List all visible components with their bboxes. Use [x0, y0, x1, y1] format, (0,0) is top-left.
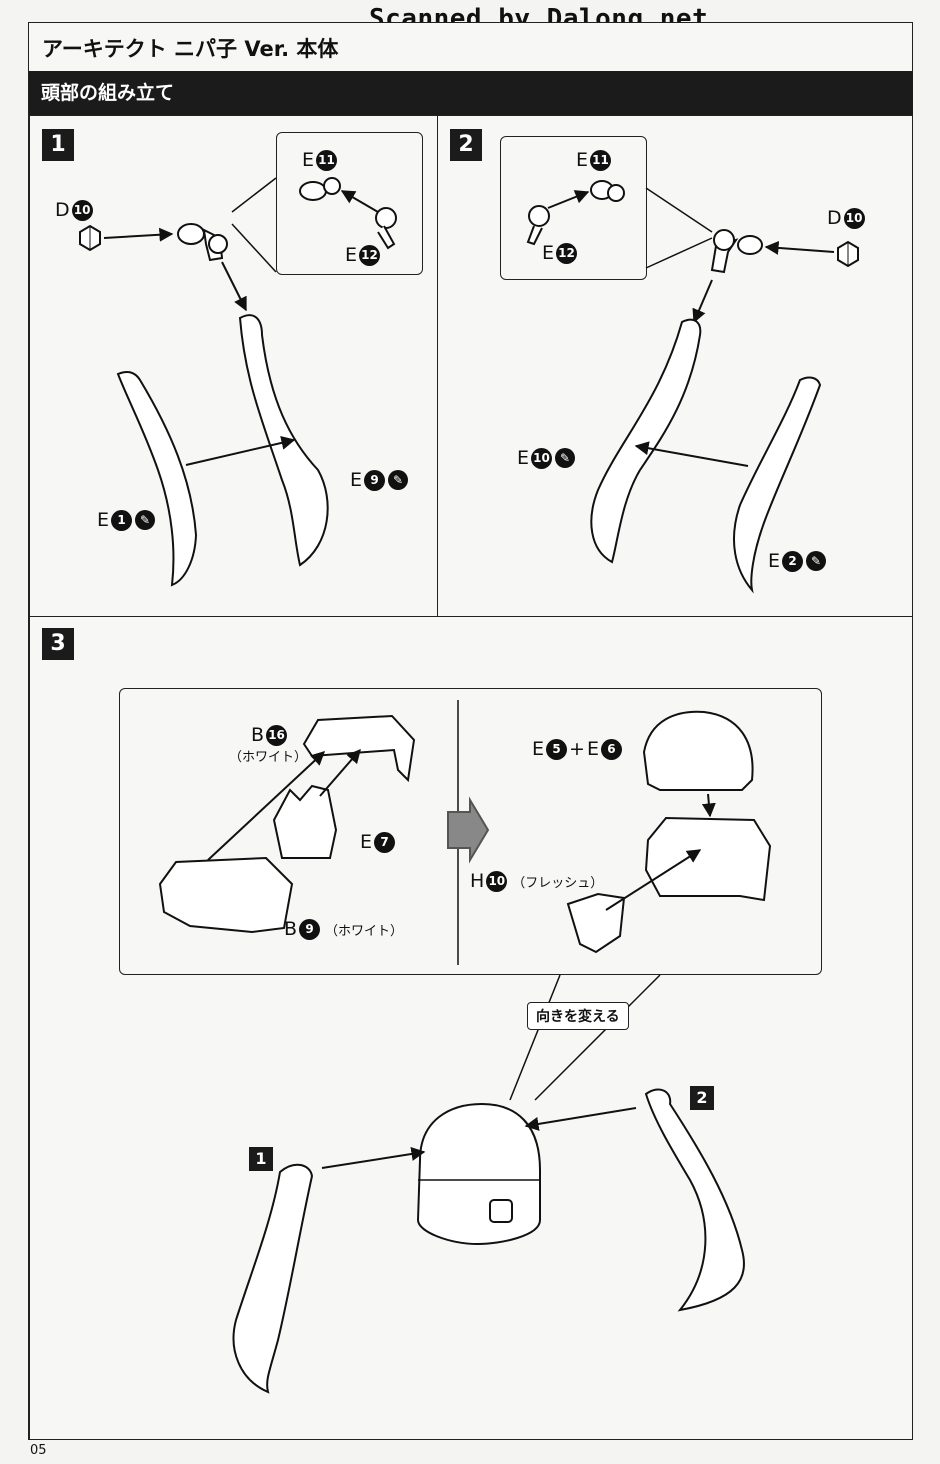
- section-header: 頭部の組み立て: [29, 71, 913, 115]
- step-3-panel: [29, 616, 913, 1440]
- step-2-callout-line-a: [645, 187, 713, 233]
- step-1-callout-line-b: [231, 223, 277, 273]
- step-3-arrow-face: [605, 849, 702, 911]
- step-1-tail-left: [116, 371, 198, 587]
- sub-step-1-badge: 1: [249, 1147, 273, 1171]
- step-1-detail-inset: [276, 132, 423, 275]
- head-side-socket: [489, 1199, 513, 1223]
- step-3-arrow-b9: [207, 751, 326, 861]
- part-b9: [158, 856, 294, 934]
- step-2-arrow-join: [634, 441, 749, 467]
- part-number-badge: 10: [843, 207, 865, 229]
- part-number-badge: 1: [111, 509, 133, 531]
- part-e7: [272, 784, 338, 859]
- step-2-callout-line-b: [645, 237, 713, 269]
- step-1-inset-arrow: [340, 190, 379, 213]
- part-number-badge: 9: [299, 918, 321, 940]
- step-1-arrow-down: [221, 261, 247, 312]
- page-number: 05: [30, 1443, 47, 1458]
- step-3-next-arrow: [447, 796, 490, 864]
- step-2-inset-arrow: [547, 190, 590, 209]
- part-number-badge: 10: [486, 870, 508, 892]
- step-1-arrow-join: [185, 436, 296, 466]
- step-2-arrow-down: [692, 279, 713, 324]
- step-2-tail-left: [590, 318, 702, 564]
- cement-icon: ✎: [806, 551, 827, 571]
- step-1-arrow-nut: [103, 227, 174, 242]
- step-3-callout-line-b: [534, 974, 661, 1101]
- cement-icon: ✎: [135, 510, 156, 530]
- step-2-hex-nut: [837, 240, 859, 268]
- step-3-badge: 3: [42, 628, 74, 660]
- part-e5-e6: [642, 710, 754, 791]
- part-number-badge: 9: [364, 469, 386, 491]
- step-2-joint-part: [710, 229, 763, 274]
- part-number-badge: 16: [266, 724, 288, 746]
- part-b16: [302, 714, 416, 783]
- step-2-inset-joint: [526, 180, 625, 246]
- document-title: アーキテクト ニパ子 Ver. 本体: [42, 37, 339, 61]
- step-3-callout-line-a: [509, 974, 561, 1101]
- reorient-label: 向きを変える: [527, 1002, 629, 1030]
- step-1-tail-right: [238, 314, 329, 567]
- step-2-arrow-nut: [764, 240, 835, 255]
- part-number-badge: 11: [590, 149, 612, 171]
- step-2-tail-right: [733, 376, 822, 594]
- part-number-badge: 12: [556, 242, 578, 264]
- step-3-arrow-top: [701, 793, 716, 818]
- head-assembly: [644, 816, 772, 902]
- step-1-inset-joint: [299, 177, 397, 250]
- step-2-badge: 2: [450, 129, 482, 161]
- cement-icon: ✎: [555, 448, 576, 468]
- head-final: [416, 1102, 541, 1246]
- step-3-arrow-left-tail: [321, 1147, 426, 1169]
- part-number-badge: 11: [316, 149, 338, 171]
- part-number-badge: 12: [359, 244, 381, 266]
- part-number-badge: 7: [374, 831, 396, 853]
- cement-icon: ✎: [388, 470, 409, 490]
- step-1-badge: 1: [42, 129, 74, 161]
- tail-right-final: [644, 1088, 745, 1312]
- step-3-arrow-right-tail: [524, 1107, 637, 1131]
- sub-step-2-badge: 2: [690, 1086, 714, 1110]
- label-step3-b16-note: （ホワイト）: [229, 750, 308, 765]
- part-number-badge: 10: [71, 199, 93, 221]
- tail-left-final: [232, 1163, 314, 1394]
- part-number-badge: 2: [782, 550, 804, 572]
- part-number-badge: 10: [531, 447, 553, 469]
- step-1-callout-line-a: [231, 177, 277, 213]
- step-1-joint-part: [177, 223, 228, 262]
- step-3-arrow-e7: [319, 748, 361, 797]
- part-number-badge: 6: [600, 738, 622, 760]
- step-1-hex-nut: [79, 224, 101, 252]
- part-number-badge: 5: [546, 738, 568, 760]
